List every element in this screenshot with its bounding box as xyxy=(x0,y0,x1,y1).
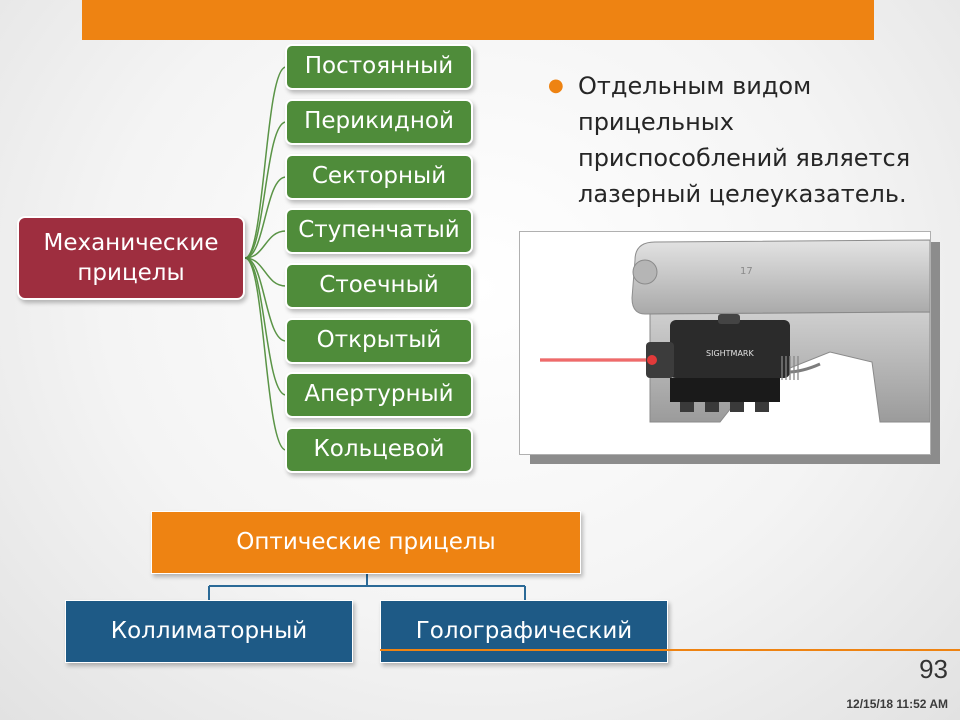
mechanical-type-2: Перикидной xyxy=(285,99,473,145)
header-bar xyxy=(82,0,874,40)
date-stamp: 12/15/18 11:52 AM xyxy=(846,697,948,711)
mechanical-type-1: Постоянный xyxy=(285,44,473,90)
footer-line xyxy=(380,649,960,651)
mechanical-type-6: Открытый xyxy=(285,318,473,364)
mechanical-type-4: Ступенчатый xyxy=(285,208,473,254)
mechanical-type-3: Секторный xyxy=(285,154,473,200)
laser-pistol-photo: 17 SIGHTMARK xyxy=(519,231,931,455)
mechanical-type-8: Кольцевой xyxy=(285,427,473,473)
optical-sights-box: Оптические прицелы xyxy=(151,511,581,574)
bullet-icon: ● xyxy=(548,75,564,96)
mechanical-type-7: Апертурный xyxy=(285,372,473,418)
mechanical-sights-box: Механические прицелы xyxy=(17,216,245,300)
sightmark-engraving: SIGHTMARK xyxy=(706,349,754,358)
mechanical-type-5: Стоечный xyxy=(285,263,473,309)
bullet-text: Отдельным видом прицельных приспособлени… xyxy=(578,72,911,208)
pistol-model-engraving: 17 xyxy=(740,266,753,277)
optical-type-collimator: Коллиматорный xyxy=(65,600,353,663)
slide-number: 93 xyxy=(919,654,948,684)
optical-type-holographic: Голографический xyxy=(380,600,668,663)
bullet-point: ● Отдельным видом прицельных приспособле… xyxy=(548,68,943,212)
